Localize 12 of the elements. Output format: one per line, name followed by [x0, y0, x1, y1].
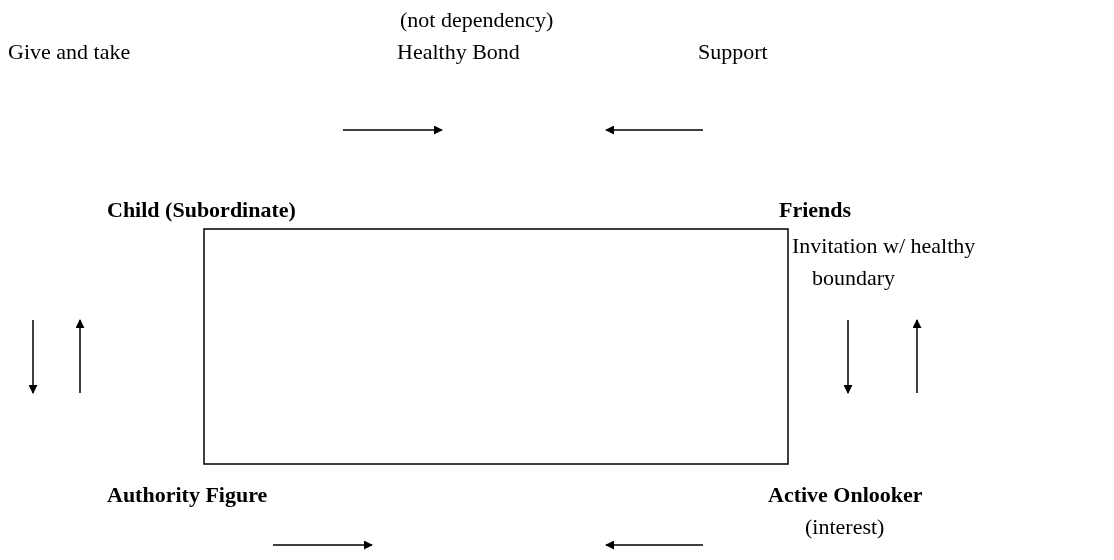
- text-label: Give and take: [8, 40, 131, 65]
- text-label: Child (Subordinate): [107, 198, 296, 223]
- empty-rectangle: [203, 228, 789, 465]
- text-label: Friends: [779, 198, 852, 223]
- text-label: (interest): [805, 515, 885, 540]
- text-label: (not dependency): [400, 8, 554, 33]
- text-label: Healthy Bond: [397, 40, 520, 65]
- text-label: Active Onlooker: [768, 483, 923, 508]
- text-label: Invitation w/ healthy: [792, 234, 976, 259]
- text-label: Authority Figure: [107, 483, 268, 508]
- text-label: boundary: [812, 266, 896, 291]
- text-label: Support: [698, 40, 768, 65]
